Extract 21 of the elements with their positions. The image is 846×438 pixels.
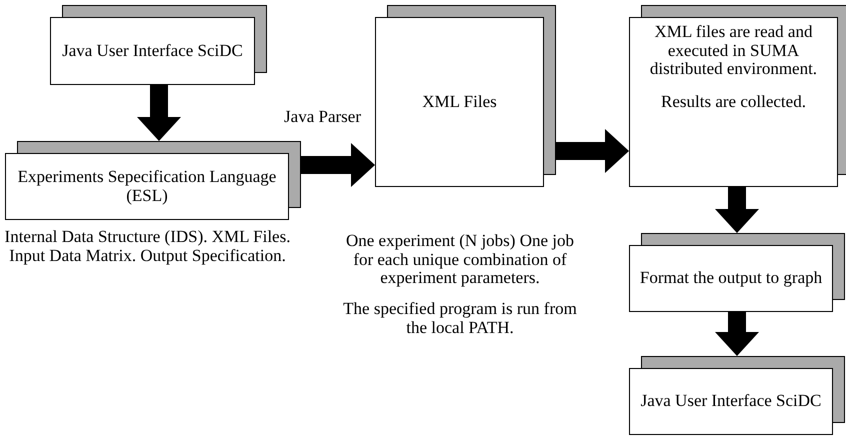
box-text: Java User Interface SciDC [640, 392, 822, 411]
process-box [50, 5, 267, 85]
note-text: The specified program is run from the local PATH. [342, 300, 578, 338]
note-text: One experiment (N jobs) One job for each unique combination of experiment parameters. [344, 232, 576, 288]
process-box [375, 5, 556, 187]
arrow [556, 129, 629, 173]
box-text: Format the output to graph [640, 269, 822, 288]
process-box [629, 5, 846, 187]
box-text: Results are collected. [661, 93, 806, 112]
box-text: XML Files [422, 92, 497, 112]
box-text: XML files are read and executed in SUMA distributed environment. [648, 23, 818, 80]
process-box [5, 141, 301, 220]
box-text: Java User Interface SciDC [62, 42, 243, 60]
arrow [301, 143, 375, 187]
arrow [137, 85, 181, 141]
note-text: Internal Data Structure (IDS). XML Files. Input Data Matrix. Output Specification. [4, 228, 292, 266]
box-text: Experiments Sepecification Language (ESL) [16, 168, 278, 206]
arrow [715, 187, 759, 233]
process-box [629, 233, 845, 312]
arrow [715, 312, 759, 356]
process-box [629, 356, 845, 435]
